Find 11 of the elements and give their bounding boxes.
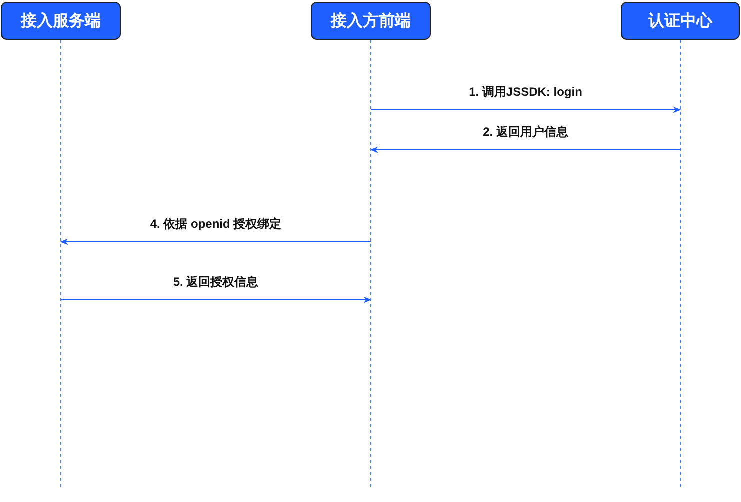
message-arrow xyxy=(370,106,682,114)
message-arrow xyxy=(60,238,372,246)
participant-box: 接入服务端 xyxy=(1,2,121,40)
edge-label: 2. 返回用户信息 xyxy=(481,124,570,141)
participant-box: 接入方前端 xyxy=(311,2,431,40)
edge-label: 4. 依据 openid 授权绑定 xyxy=(148,216,284,233)
message-arrow xyxy=(370,146,681,154)
message-arrow xyxy=(60,296,372,304)
edge-label: 5. 返回授权信息 xyxy=(171,274,261,291)
edge-label: 1. 调用JSSDK: login xyxy=(467,84,584,101)
participant-box: 认证中心 xyxy=(621,2,740,40)
